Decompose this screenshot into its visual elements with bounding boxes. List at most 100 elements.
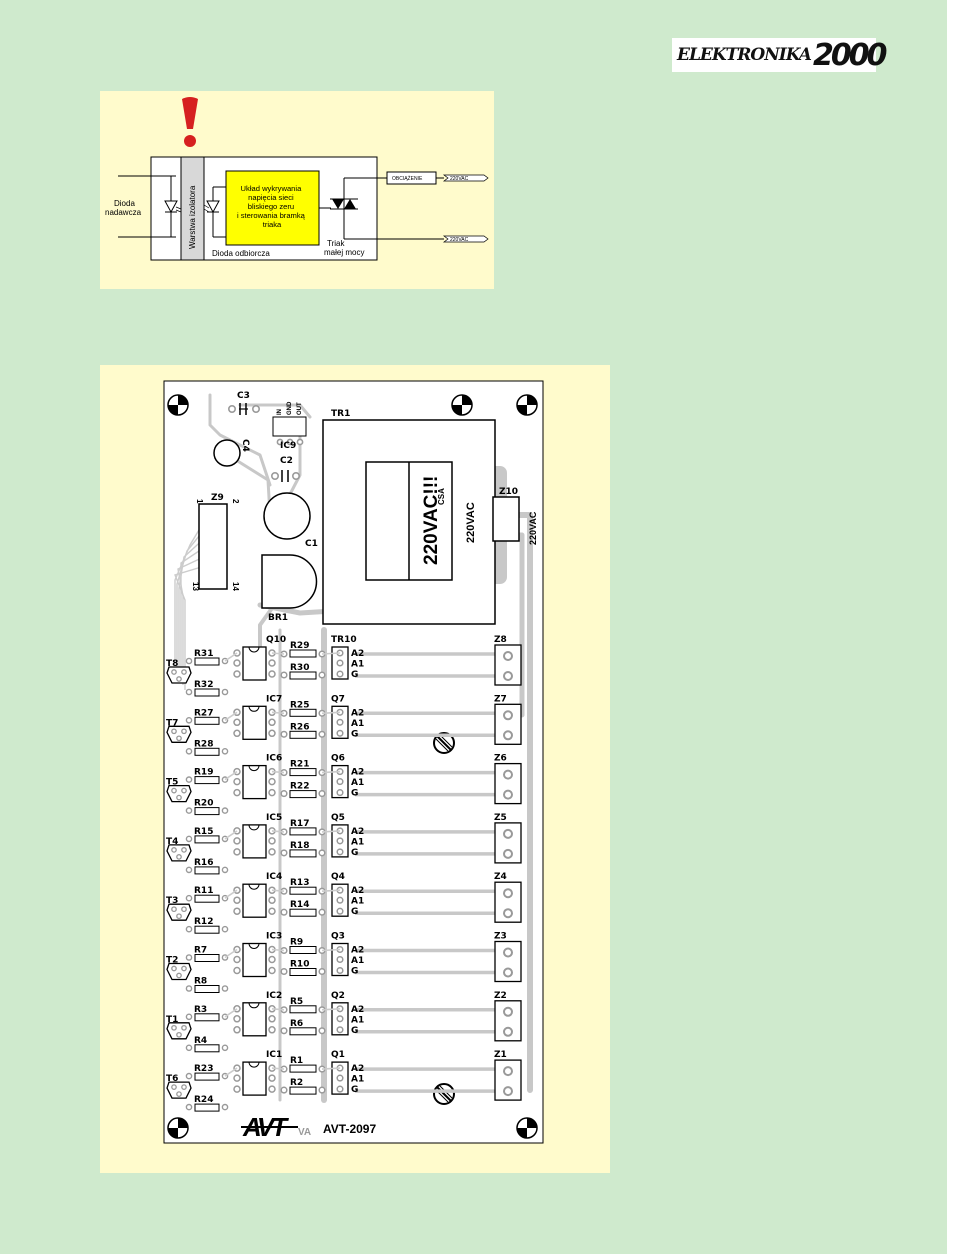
resistor xyxy=(194,776,220,785)
load-label: OBCIĄŻENIE xyxy=(392,175,423,182)
copper-trace xyxy=(224,889,238,899)
resistor xyxy=(194,835,220,844)
copper-trace xyxy=(271,948,285,952)
resistor-label: R10 xyxy=(290,960,309,970)
solder-pad xyxy=(185,954,193,961)
solder-pad xyxy=(233,966,241,975)
resistor-label: R4 xyxy=(194,1036,207,1046)
resistor-label: R2 xyxy=(290,1078,303,1088)
solder-pad xyxy=(268,837,276,845)
triac-pin-label: G xyxy=(351,1085,358,1095)
mains-terminal-bottom xyxy=(442,235,489,243)
triac-pin-label: A1 xyxy=(351,660,364,670)
ic-label: IC1 xyxy=(266,1050,282,1060)
solder-pad xyxy=(268,788,276,797)
mains-terminal-top xyxy=(442,174,489,182)
transistor-label: T3 xyxy=(166,896,178,906)
triac-label: Q7 xyxy=(331,694,345,704)
copper-trace xyxy=(321,1008,341,1011)
triac-label: Q6 xyxy=(331,754,345,764)
solder-pad xyxy=(336,1015,344,1023)
copper-trace xyxy=(224,1067,238,1077)
solder-pad xyxy=(185,716,193,724)
triac-pin-label: A2 xyxy=(351,768,364,778)
insulating-layer-label: Warstwa izolatora xyxy=(188,185,197,249)
solder-pad xyxy=(185,776,193,783)
logo-word: ELEKTRONIKA xyxy=(677,45,812,65)
resistor-label: R30 xyxy=(290,663,309,673)
optotriac-ic xyxy=(242,764,267,800)
solder-pad xyxy=(233,788,241,797)
resistor xyxy=(194,688,220,697)
solder-pad xyxy=(318,1086,326,1094)
transformer-label: TR1 xyxy=(331,409,350,419)
resistor xyxy=(194,1072,220,1081)
z10-voltage-label: 220VAC xyxy=(528,511,538,545)
solder-pad xyxy=(268,1085,276,1093)
resistor xyxy=(289,730,317,739)
resistor xyxy=(289,708,317,717)
solder-pad xyxy=(280,967,288,976)
solder-pad xyxy=(181,965,187,972)
triac-label: Q5 xyxy=(331,813,345,823)
resistor xyxy=(289,671,317,680)
solder-pad xyxy=(503,1026,513,1037)
solder-pad xyxy=(221,688,229,696)
c1-capacitor xyxy=(263,492,311,540)
resistor-label: R12 xyxy=(194,917,213,927)
mounting-hole-icon xyxy=(516,394,538,416)
solder-pad xyxy=(185,747,193,755)
transmitter-diode-label-1: Dioda xyxy=(114,199,135,208)
resistor-label: R29 xyxy=(290,641,309,651)
solder-pad xyxy=(268,1074,276,1082)
copper-trace xyxy=(321,770,341,774)
solder-pad xyxy=(280,1086,288,1094)
triac-pin-label: A2 xyxy=(351,649,364,659)
solder-pad xyxy=(233,1015,241,1023)
solder-pad xyxy=(181,906,187,913)
solder-pad xyxy=(171,669,177,675)
optotriac-ic xyxy=(242,705,267,740)
solder-pad xyxy=(181,787,187,794)
resistor-label: R11 xyxy=(194,886,213,896)
triac-pin-label: A2 xyxy=(351,886,364,896)
mounting-hole-icon xyxy=(167,394,189,416)
solder-pad xyxy=(280,1027,288,1035)
resistor xyxy=(289,768,317,777)
solder-pad xyxy=(171,787,177,794)
solder-pad xyxy=(268,896,276,904)
triac-pin-label: A1 xyxy=(351,897,364,907)
solder-pad xyxy=(176,972,182,979)
resistor xyxy=(194,1013,220,1022)
resistor-label: R7 xyxy=(194,946,207,956)
pcb-layout: TR1 220VAC!!! CSA 220VAC Z10 220VAC C3 I… xyxy=(163,380,544,1144)
ic9-regulator xyxy=(272,416,307,437)
solder-pad xyxy=(286,438,294,446)
resistor-label: R16 xyxy=(194,858,213,868)
transistor-label: T2 xyxy=(166,956,178,966)
solder-pad xyxy=(171,728,177,735)
resistor xyxy=(194,894,220,903)
copper-trace xyxy=(238,403,312,419)
solder-pad xyxy=(503,671,513,681)
resistor-label: R9 xyxy=(290,938,303,948)
solder-pad xyxy=(280,671,288,679)
triac-icon xyxy=(319,177,377,240)
ribbon-trace xyxy=(180,544,209,680)
resistor xyxy=(289,1086,317,1095)
z9-pin-2: 2 xyxy=(231,499,240,504)
solder-pad xyxy=(185,1103,193,1111)
copper-trace xyxy=(224,830,238,840)
solder-pad xyxy=(221,866,229,874)
solder-pad xyxy=(503,947,513,958)
solder-pad xyxy=(176,676,182,682)
z10-connector xyxy=(492,496,520,542)
resistor-label: R22 xyxy=(290,782,309,792)
solder-pad xyxy=(336,966,344,975)
c4-capacitor xyxy=(213,439,241,467)
ribbon-trace xyxy=(177,554,209,685)
resistor xyxy=(289,908,317,917)
